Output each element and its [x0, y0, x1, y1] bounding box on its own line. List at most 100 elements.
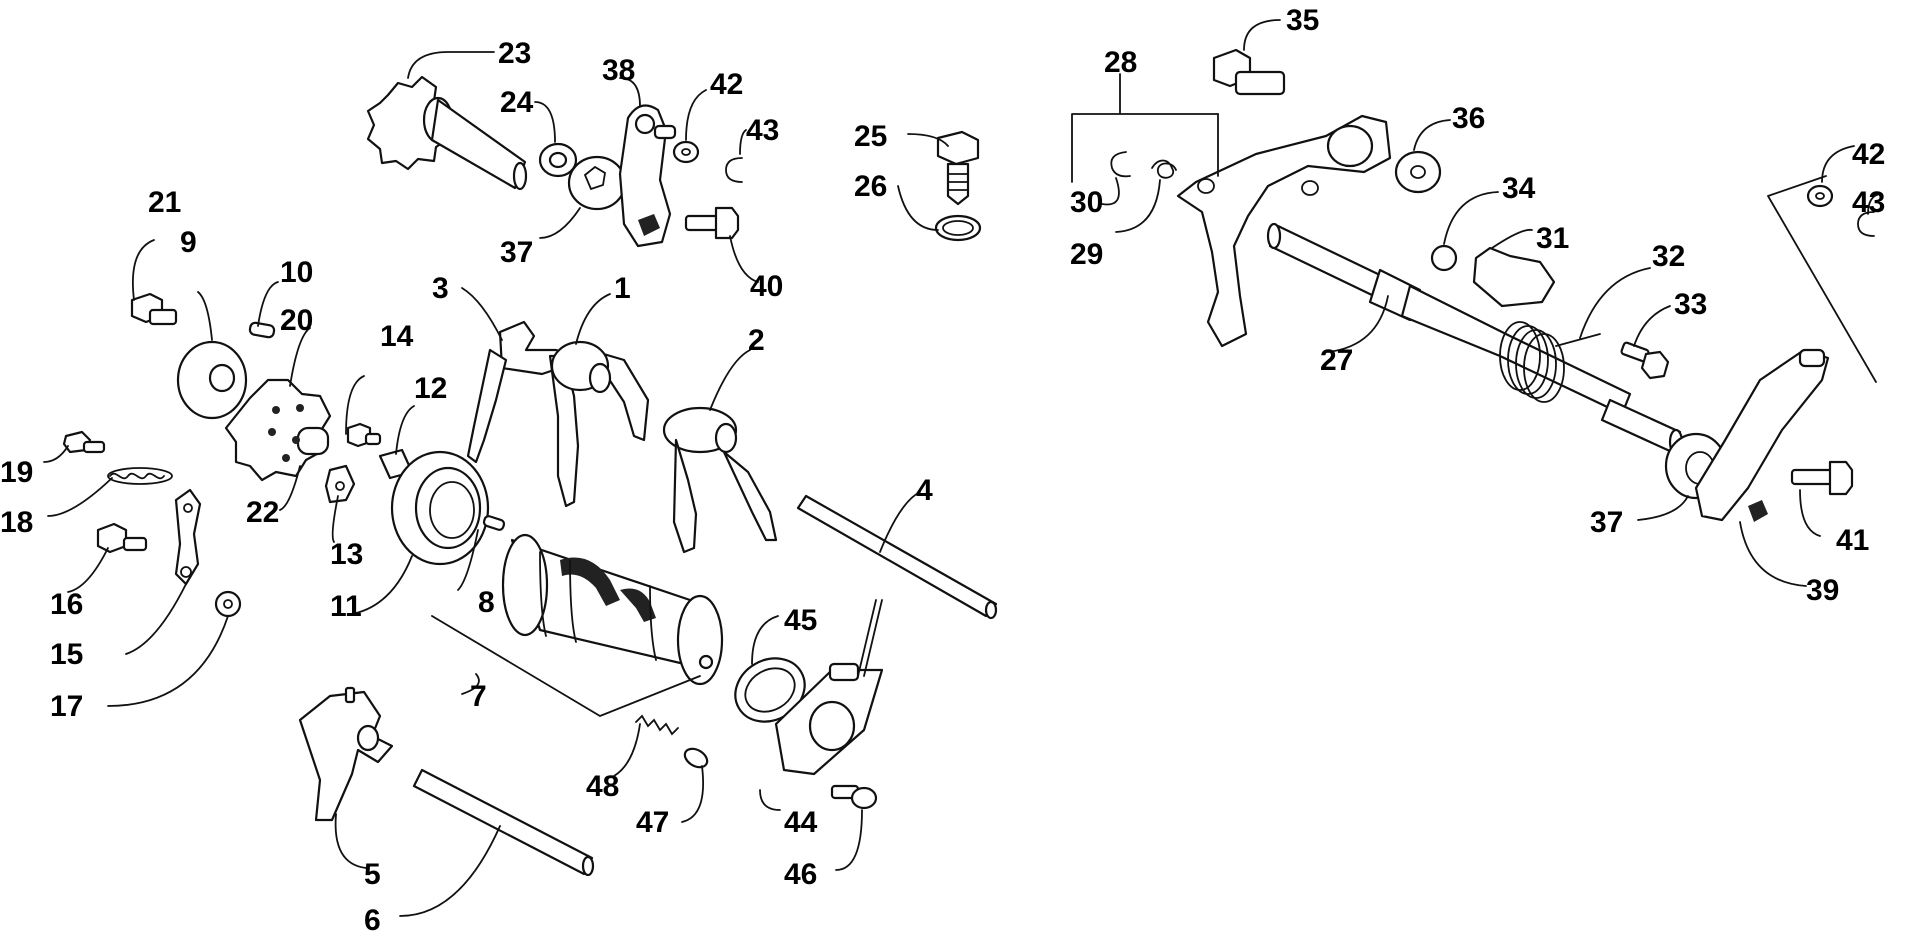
- callout-47: 47: [636, 806, 669, 839]
- callout-43-left: 43: [746, 114, 779, 147]
- part-pin-8: [482, 515, 506, 531]
- callout-3: 3: [432, 272, 449, 305]
- callout-36: 36: [1452, 102, 1485, 135]
- callout-32: 32: [1652, 240, 1685, 273]
- callout-13: 13: [330, 538, 363, 571]
- callout-28: 28: [1104, 46, 1137, 79]
- part-shift-shaft-27: [1266, 222, 1684, 456]
- leader-lines: [43, 19, 1881, 917]
- part-oring-45: [734, 657, 806, 723]
- part-bolt-21: [130, 292, 178, 326]
- part-spring-29: [1151, 159, 1177, 179]
- part-bolt-46: [830, 784, 878, 810]
- part-shift-shaft-23: [366, 75, 528, 191]
- part-spring-32: [1499, 321, 1601, 403]
- callout-24: 24: [500, 86, 534, 119]
- callout-25: 25: [854, 120, 887, 153]
- callout-29: 29: [1070, 238, 1103, 271]
- part-clip-43-right: [1857, 211, 1875, 237]
- part-clip-43-left: [725, 157, 743, 183]
- part-shift-fork-1: [466, 320, 650, 508]
- callout-33: 33: [1674, 288, 1707, 321]
- part-bolt-14: [346, 422, 382, 448]
- part-bolt-40: [684, 206, 740, 240]
- part-sensor-44: [774, 599, 884, 776]
- part-collar-34: [1430, 244, 1458, 272]
- callout-41: 41: [1836, 524, 1869, 557]
- part-arm-31: [1472, 246, 1556, 308]
- callout-6: 6: [364, 904, 381, 937]
- part-shift-fork-2: [662, 406, 778, 554]
- callout-26: 26: [854, 170, 887, 203]
- callout-17: 17: [50, 690, 83, 723]
- part-bolt-41: [1790, 460, 1854, 496]
- callout-37-left: 37: [500, 236, 533, 269]
- callout-44: 44: [784, 806, 818, 839]
- callout-12: 12: [414, 372, 447, 405]
- part-shift-arm-38: [618, 104, 677, 248]
- callout-37-right: 37: [1590, 506, 1623, 539]
- part-plate-13: [324, 464, 356, 504]
- callout-19: 19: [0, 456, 33, 489]
- part-seal-11: [390, 450, 490, 566]
- part-pin-47: [683, 747, 709, 769]
- part-bearing-37-left: [567, 155, 627, 211]
- callout-9: 9: [180, 226, 197, 259]
- callout-35: 35: [1286, 4, 1319, 37]
- part-washer-42-right: [1806, 184, 1834, 208]
- part-shaft-6: [412, 768, 595, 877]
- part-plate-9: [176, 340, 248, 420]
- part-pin-10: [248, 321, 276, 339]
- callout-34: 34: [1502, 172, 1536, 205]
- callout-46: 46: [784, 858, 817, 891]
- part-washer-17: [214, 590, 242, 618]
- part-bolt-35: [1212, 48, 1286, 96]
- part-shift-drum-7: [501, 533, 724, 686]
- callout-42-right: 42: [1852, 138, 1885, 171]
- callout-38: 38: [602, 54, 635, 87]
- part-shaft-4: [796, 494, 998, 620]
- part-bolt-19: [62, 430, 106, 454]
- part-washer-36: [1394, 150, 1442, 194]
- part-star-20: [224, 378, 332, 482]
- callout-27: 27: [1320, 344, 1353, 377]
- callout-2: 2: [748, 324, 765, 357]
- part-spring-48: [635, 714, 679, 736]
- callout-14: 14: [380, 320, 414, 353]
- part-bolt-33: [1620, 341, 1670, 380]
- callout-1: 1: [614, 272, 631, 305]
- callout-10: 10: [280, 256, 313, 289]
- callout-42-left: 42: [710, 68, 743, 101]
- callout-30: 30: [1070, 186, 1103, 219]
- callout-23: 23: [498, 37, 531, 70]
- callout-39: 39: [1806, 574, 1839, 607]
- callout-43-right: 43: [1852, 186, 1885, 219]
- callout-16: 16: [50, 588, 83, 621]
- callout-8: 8: [478, 586, 495, 619]
- callout-4: 4: [916, 474, 933, 507]
- callout-20: 20: [280, 304, 313, 337]
- part-washer-42-left: [672, 140, 700, 164]
- callout-5: 5: [364, 858, 381, 891]
- callout-31: 31: [1536, 222, 1569, 255]
- callout-labels: 23 24 37 38 42 43 40 25 26 21 9 10 20 14…: [0, 4, 1885, 937]
- part-bolt-16: [96, 522, 148, 554]
- part-lever-28: [1176, 114, 1392, 348]
- callout-7: 7: [470, 680, 487, 713]
- callout-18: 18: [0, 506, 33, 539]
- part-plug-bolt-25: [936, 130, 980, 206]
- part-spring-18: [109, 472, 165, 480]
- part-shift-arm-39: [1694, 348, 1830, 522]
- callout-22: 22: [246, 496, 279, 529]
- callout-45: 45: [784, 604, 817, 637]
- callout-21: 21: [148, 186, 181, 219]
- part-oring-26: [934, 214, 982, 242]
- callout-11: 11: [330, 590, 362, 623]
- callout-40: 40: [750, 270, 783, 303]
- callout-48: 48: [586, 770, 619, 803]
- part-arm-15: [174, 488, 202, 586]
- callout-15: 15: [50, 638, 83, 671]
- part-clip-30: [1110, 151, 1131, 178]
- part-shift-fork-5: [298, 686, 394, 822]
